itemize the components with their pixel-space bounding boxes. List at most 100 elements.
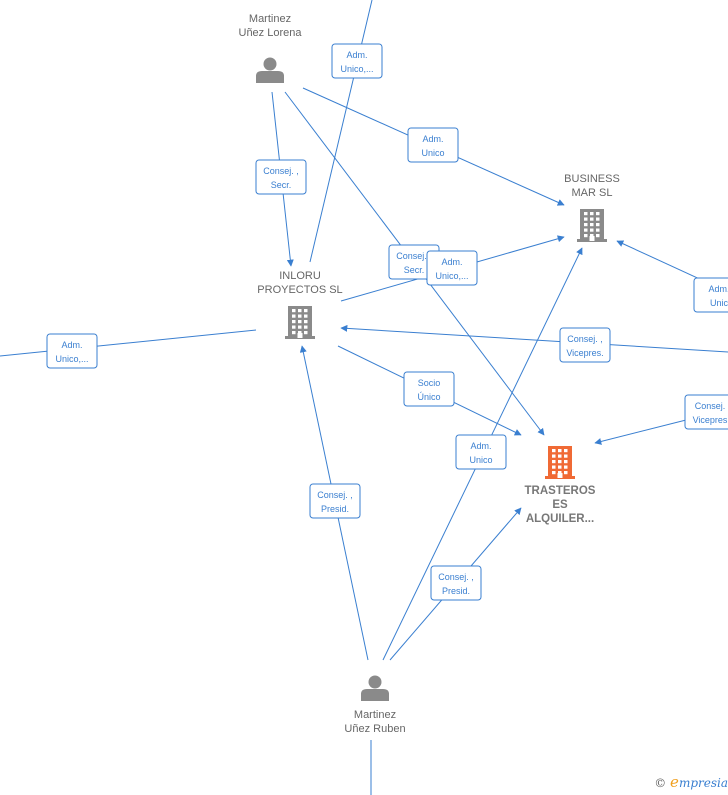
edge-label-text: Secr. xyxy=(404,265,425,275)
node-inloru[interactable]: INLORU PROYECTOS SL xyxy=(257,270,343,339)
person-head xyxy=(263,57,277,71)
edge-label-text: Adm. xyxy=(61,340,82,350)
building-window xyxy=(596,234,600,238)
edge-label-text: Único xyxy=(417,392,440,402)
building-window xyxy=(552,465,556,469)
building-window xyxy=(298,320,302,324)
building-window xyxy=(564,465,568,469)
node-label: PROYECTOS SL xyxy=(257,284,342,296)
edge-label-text: Unic xyxy=(710,298,728,308)
edge-label-text: Unico xyxy=(421,148,444,158)
building-window xyxy=(558,449,562,453)
edge-label-right-inloru[interactable]: Consej. ,Vicepres. xyxy=(559,327,611,363)
node-label: BUSINESS xyxy=(564,173,620,185)
node-label: MAR SL xyxy=(572,187,613,199)
edge-label-text: Consej. , xyxy=(263,166,299,176)
building-window xyxy=(304,320,308,324)
edge-label-right-business[interactable]: Adm. Unic xyxy=(693,277,728,313)
building-door xyxy=(589,236,595,241)
edge-label-box xyxy=(426,250,478,286)
building-window xyxy=(584,212,588,216)
building-window xyxy=(304,309,308,313)
empresia-logo: © empresia xyxy=(654,773,728,791)
building-window xyxy=(292,309,296,313)
node-label: ES xyxy=(552,499,568,511)
edge-label-inloru-business[interactable]: Adm. Unico,... xyxy=(426,250,478,286)
building-window xyxy=(584,223,588,227)
building-window xyxy=(584,217,588,221)
edge-right-trasteros[interactable] xyxy=(594,418,691,445)
edge-label-box xyxy=(331,43,383,79)
edge-label-text: Unico,... xyxy=(435,271,468,281)
person-body xyxy=(256,71,284,83)
building-window xyxy=(552,454,556,458)
edge-label-text: Adm. xyxy=(441,257,462,267)
node-label: Martinez xyxy=(354,709,396,721)
edge-label-top[interactable]: Adm.Unico,... xyxy=(331,43,383,79)
building-window xyxy=(584,234,588,238)
node-label: INLORU xyxy=(279,270,321,282)
edge-label-box xyxy=(407,127,459,163)
edge-label-lorena-inloru[interactable]: Consej. ,Secr. xyxy=(255,159,307,195)
edge-label-text: Consej. , xyxy=(567,334,603,344)
building-window xyxy=(292,314,296,318)
building-window xyxy=(564,454,568,458)
edge-label-left-inloru[interactable]: Adm.Unico,... xyxy=(46,333,98,369)
building-window xyxy=(552,460,556,464)
edge-label-right-trasteros[interactable]: Consej.Vicepres xyxy=(684,394,728,430)
building-window xyxy=(596,223,600,227)
building-window xyxy=(590,228,594,232)
person-icon xyxy=(256,57,284,83)
building-window xyxy=(590,223,594,227)
person-icon xyxy=(361,675,389,701)
building-window xyxy=(596,217,600,221)
edge-label-box xyxy=(693,277,728,313)
edge-label-text: Consej. , xyxy=(317,490,353,500)
building-window xyxy=(298,314,302,318)
building-window xyxy=(298,331,302,335)
building-window xyxy=(564,449,568,453)
building-window xyxy=(596,212,600,216)
edge-label-box xyxy=(403,371,455,407)
edge-label-text: Unico xyxy=(469,455,492,465)
edge-label-box xyxy=(684,394,728,430)
node-label: Martinez xyxy=(249,13,291,25)
node-label: Uñez Ruben xyxy=(344,723,405,735)
edge-left-inloru[interactable] xyxy=(0,329,257,357)
building-door xyxy=(557,473,563,478)
edge-label-text: Adm. xyxy=(708,284,728,294)
building-window xyxy=(552,471,556,475)
edge-label-box xyxy=(559,327,611,363)
building-window xyxy=(584,228,588,232)
building-window xyxy=(298,325,302,329)
edge-label-box xyxy=(46,333,98,369)
edge-right-inloru[interactable] xyxy=(340,324,728,353)
person-head xyxy=(368,675,382,689)
edge-label-ruben-trasteros[interactable]: Consej. ,Presid. xyxy=(430,565,482,601)
building-window xyxy=(596,228,600,232)
edge-top[interactable] xyxy=(309,0,373,263)
building-window xyxy=(292,325,296,329)
edge-label-box xyxy=(455,434,507,470)
edge-label-text: Adm. xyxy=(470,441,491,451)
edge-label-lorena-business[interactable]: Adm.Unico xyxy=(407,127,459,163)
building-window xyxy=(292,320,296,324)
node-trasteros[interactable]: TRASTEROSESALQUILER... xyxy=(525,446,596,525)
edge-label-ruben-inloru[interactable]: Consej. ,Presid. xyxy=(309,483,361,519)
building-window xyxy=(558,471,562,475)
company-icon xyxy=(285,306,315,339)
edge-label-box xyxy=(309,483,361,519)
edge-label-ruben-business[interactable]: Adm. Unico xyxy=(455,434,507,470)
edge-label-text: Vicepres xyxy=(693,415,728,425)
person-body xyxy=(361,689,389,701)
building-window xyxy=(304,331,308,335)
building-window xyxy=(304,325,308,329)
logo-text: mpresia xyxy=(678,776,728,790)
node-business[interactable]: BUSINESS MAR SL xyxy=(564,173,620,242)
company-focus-icon xyxy=(545,446,575,479)
building-window xyxy=(552,449,556,453)
